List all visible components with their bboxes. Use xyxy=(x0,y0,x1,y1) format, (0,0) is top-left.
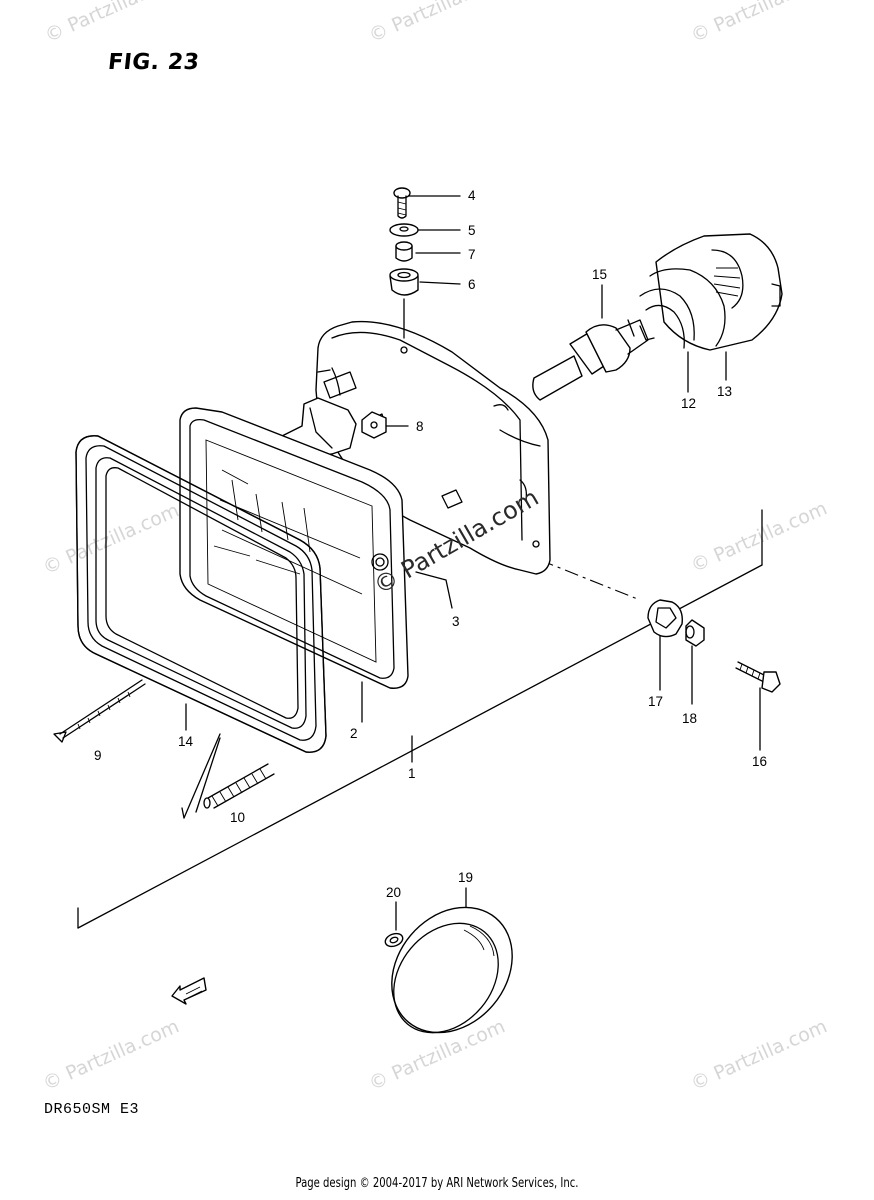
callout-18: 18 xyxy=(682,711,697,726)
callout-20: 20 xyxy=(386,885,401,900)
clip-nut xyxy=(361,411,387,439)
adjuster-nut xyxy=(647,599,683,638)
sealed-beam-unit xyxy=(179,407,409,689)
callout-10: 10 xyxy=(230,810,245,825)
model-code: DR650SM E3 xyxy=(44,1101,140,1118)
page-footer: Page design © 2004-2017 by ARI Network S… xyxy=(295,1176,579,1191)
callout-6: 6 xyxy=(468,277,476,292)
leader-lines xyxy=(181,195,761,931)
headlight-bulb xyxy=(532,319,655,401)
bulb-socket-cover xyxy=(639,233,783,351)
callout-15: 15 xyxy=(592,267,607,282)
callout-19: 19 xyxy=(458,870,473,885)
callout-7: 7 xyxy=(468,247,476,262)
callout-2: 2 xyxy=(350,726,358,741)
callout-9: 9 xyxy=(94,748,102,763)
bolt-top xyxy=(393,187,411,219)
callout-4: 4 xyxy=(468,188,476,203)
collar xyxy=(395,241,413,262)
grommet xyxy=(389,268,419,296)
front-arrow-icon xyxy=(171,977,207,1005)
washer xyxy=(389,223,419,237)
screw-long xyxy=(53,679,146,743)
position-lamp-lens xyxy=(391,906,513,1034)
adjuster-collar xyxy=(685,619,705,647)
callout-labels: 4 5 7 6 15 12 13 8 3 17 18 16 2 14 9 1 1… xyxy=(94,188,767,900)
callout-16: 16 xyxy=(752,754,767,769)
callout-3: 3 xyxy=(452,614,460,629)
callout-17: 17 xyxy=(648,694,663,709)
callout-1: 1 xyxy=(408,766,416,781)
callout-14: 14 xyxy=(178,734,194,749)
assembly-bracket-lines xyxy=(77,509,763,929)
callout-12: 12 xyxy=(681,396,696,411)
callout-13: 13 xyxy=(717,384,732,399)
lens-washer xyxy=(384,932,404,948)
adjust-spring xyxy=(203,763,275,809)
headlight-rim xyxy=(75,435,327,753)
callout-5: 5 xyxy=(468,223,476,238)
callout-8: 8 xyxy=(416,419,424,434)
figure-title: FIG. 23 xyxy=(106,50,201,75)
adjuster-bolt xyxy=(735,661,781,693)
